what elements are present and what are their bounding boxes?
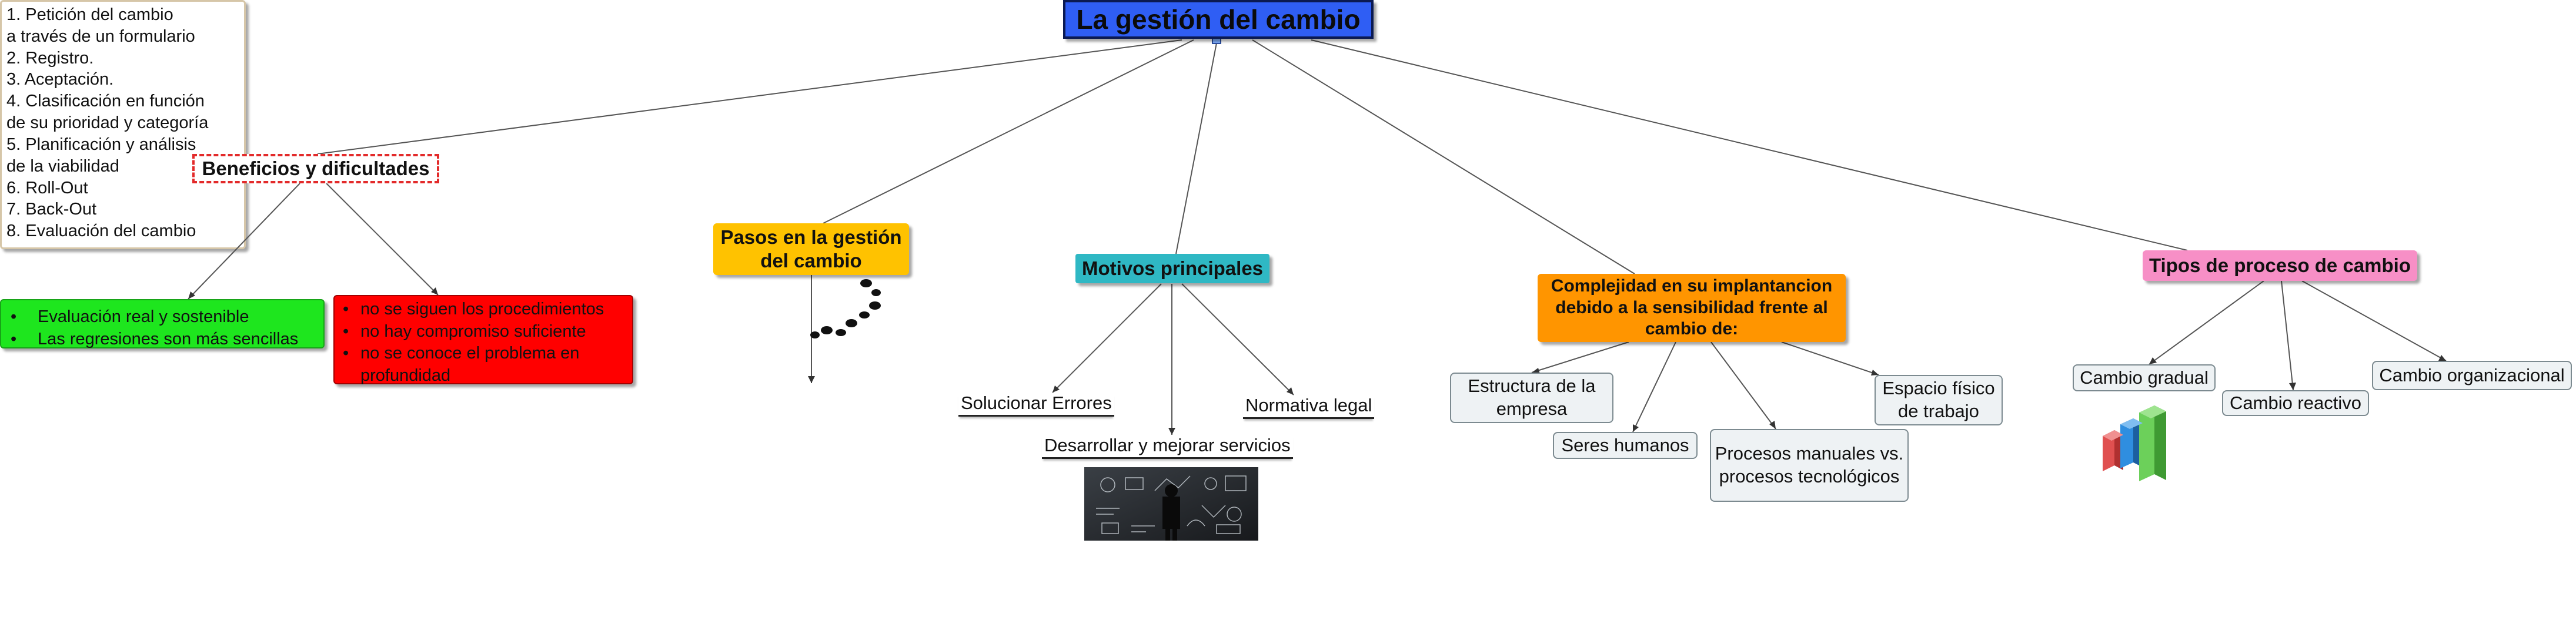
topic-complejidad[interactable]: Complejidad en su implantancion debido a… <box>1538 274 1846 342</box>
benefit-item: Las regresiones son más sencillas <box>7 328 318 351</box>
connector-root-motivos <box>1175 39 1218 254</box>
subtopic-solucionar-errores[interactable]: Solucionar Errores <box>958 393 1114 417</box>
connector-root-complejidad <box>1252 39 1635 274</box>
arrow-heads <box>188 287 2446 435</box>
footprints-icon <box>810 279 881 338</box>
step-line: 1. Petición del cambio <box>6 5 173 24</box>
step-line: 8. Evaluación del cambio <box>6 222 196 241</box>
topic-tipos-proceso[interactable]: Tipos de proceso de cambio <box>2143 250 2417 281</box>
step-line: a través de un formulario <box>6 26 195 46</box>
connector-root-tipos <box>1311 39 2188 251</box>
topic-motivos-principales[interactable]: Motivos principales <box>1075 254 1269 283</box>
difficulty-item: no hay compromiso suficiente <box>339 321 627 343</box>
step-line: 3. Aceptación. <box>6 70 114 89</box>
subtopic-estructura-empresa[interactable]: Estructura de la empresa <box>1450 373 1613 423</box>
bar-chart-3d-icon <box>2103 405 2166 481</box>
step-line: 4. Clasificación en función <box>6 92 205 111</box>
connector-beneficios-negatives <box>326 183 439 296</box>
subtopic-espacio-fisico[interactable]: Espacio físico de trabajo <box>1875 375 2003 425</box>
connector-complejidad-espacio <box>1781 341 1879 375</box>
subtopic-cambio-organizacional[interactable]: Cambio organizacional <box>2372 361 2572 390</box>
difficulty-item: no se conoce el problema en profundidad <box>339 343 627 387</box>
subtopic-procesos[interactable]: Procesos manuales vs. procesos tecnológi… <box>1710 429 1909 502</box>
step-line: de su prioridad y categoría <box>6 113 209 133</box>
topic-pasos-gestion[interactable]: Pasos en la gestión del cambio <box>713 223 909 275</box>
benefit-item: Evaluación real y sostenible <box>7 306 318 328</box>
connector-tipos-organizacional <box>2301 280 2447 361</box>
step-line: de la viabilidad <box>6 156 119 176</box>
step-line: 7. Back-Out <box>6 200 97 219</box>
difficulty-item: no se siguen los procedimientos <box>339 299 627 321</box>
connector-complejidad-seres <box>1632 341 1676 432</box>
subtopic-cambio-reactivo[interactable]: Cambio reactivo <box>2222 390 2369 416</box>
benefits-list[interactable]: Evaluación real y sostenible Las regresi… <box>0 299 325 351</box>
step-line: 6. Roll-Out <box>6 178 88 197</box>
root-topic[interactable]: La gestión del cambio <box>1063 0 1374 39</box>
subtopic-desarrollar-servicios[interactable]: Desarrollar y mejorar servicios <box>1042 435 1293 459</box>
connector-tipos-gradual <box>2149 280 2264 365</box>
subtopic-cambio-gradual[interactable]: Cambio gradual <box>2073 364 2216 391</box>
connector-motivos-errores <box>1052 283 1162 393</box>
topic-beneficios-dificultades[interactable]: Beneficios y dificultades <box>192 154 439 183</box>
step-line: 2. Registro. <box>6 48 94 68</box>
connector-root-beneficios <box>317 39 1182 155</box>
subtopic-seres-humanos[interactable]: Seres humanos <box>1553 432 1698 459</box>
connector-tipos-reactivo <box>2281 280 2294 391</box>
connector-beneficios-positives <box>188 183 300 300</box>
connector-root-pasos <box>823 39 1194 224</box>
difficulties-list[interactable]: no se siguen los procedimientos no hay c… <box>333 295 633 387</box>
connector-motivos-normativa <box>1181 283 1294 395</box>
connector-complejidad-estructura <box>1531 341 1629 373</box>
connector-complejidad-procesos <box>1710 341 1776 430</box>
step-line: 5. Planificación y análisis <box>6 135 196 154</box>
businessman-chalkboard-image <box>1084 467 1258 541</box>
steps-list[interactable]: 1. Petición del cambio a través de un fo… <box>0 0 246 249</box>
subtopic-normativa-legal[interactable]: Normativa legal <box>1243 395 1375 419</box>
